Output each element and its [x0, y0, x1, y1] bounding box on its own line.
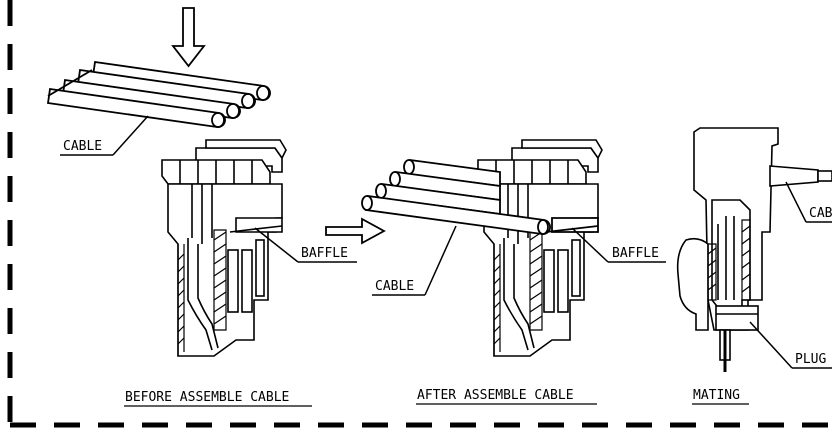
- caption-after: AFTER ASSEMBLE CABLE: [417, 388, 574, 403]
- connector-before-hatch: [177, 229, 227, 356]
- connector-after-hatch: [493, 229, 543, 356]
- cable-right-label: CAB: [809, 206, 832, 221]
- cable-top-label: CABLE: [63, 139, 102, 154]
- dashed-border: [7, 0, 832, 428]
- mating-hatch: [707, 219, 751, 301]
- assemble-right-arrow-icon: [325, 217, 386, 245]
- inserted-cables-illustration: [361, 158, 599, 235]
- cable-right-leader: [785, 181, 832, 223]
- baffle-2-label: BAFFLE: [612, 246, 659, 261]
- cable-mid-label: CABLE: [375, 279, 414, 294]
- baffle-1-label: BAFFLE: [301, 246, 348, 261]
- caption-mating: MATING: [693, 388, 740, 403]
- insert-down-arrow-icon: [171, 7, 206, 68]
- caption-before: BEFORE ASSEMBLE CABLE: [125, 390, 289, 405]
- baffle-1-leader: [254, 227, 357, 263]
- baffle-2-leader: [571, 227, 666, 263]
- cable-top-leader: [60, 115, 149, 156]
- connector-before-illustration: [161, 139, 287, 357]
- plug-leader: [749, 321, 832, 369]
- cable-mid-leader: [372, 225, 457, 296]
- loose-cables-illustration: [46, 60, 271, 128]
- plug-label: PLUG: [795, 352, 826, 367]
- mating-illustration: [676, 127, 832, 372]
